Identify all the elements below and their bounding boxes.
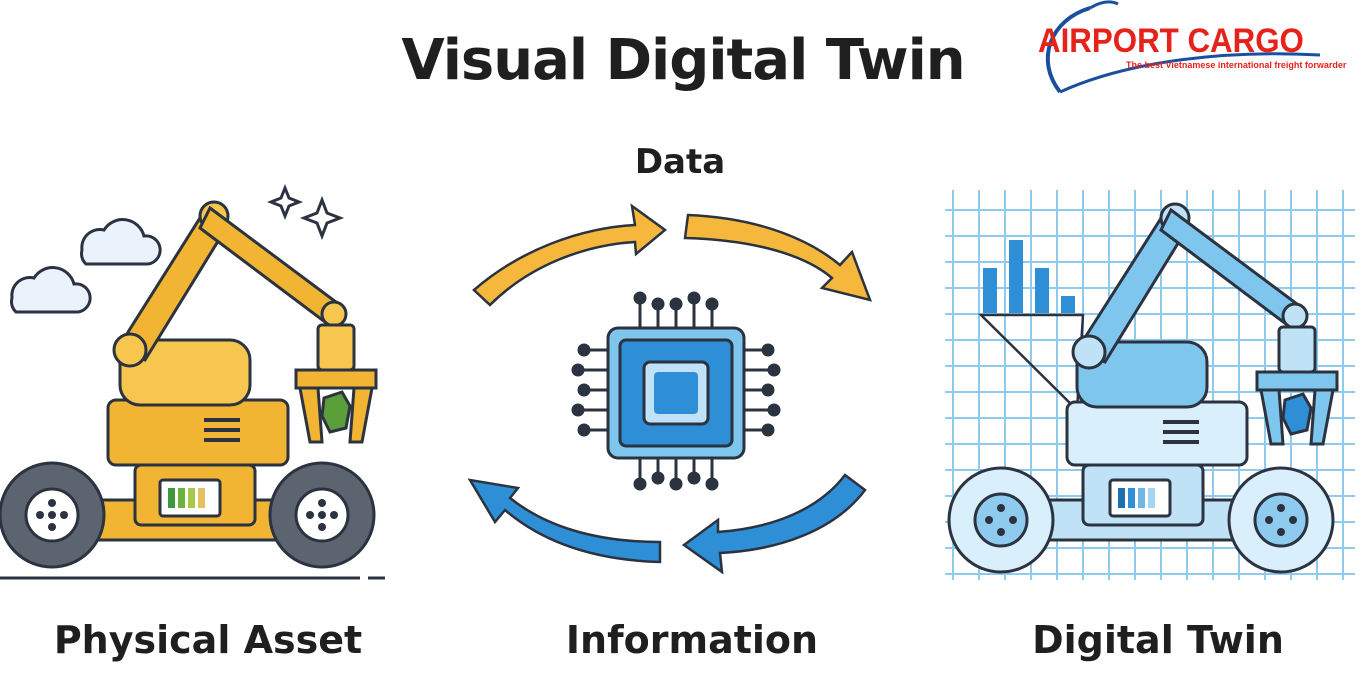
information-arrow-right: [681, 473, 867, 575]
processor-chip-icon: [571, 291, 781, 491]
data-label: Data: [634, 142, 726, 182]
bar-chart-icon: [983, 240, 1075, 313]
sparkle-icon: [266, 183, 345, 241]
physical-asset-label: Physical Asset: [53, 618, 363, 662]
wheel-icon: [268, 461, 376, 569]
data-arrow-right: [683, 213, 873, 302]
wheel-icon: [1227, 466, 1335, 574]
data-arrow-left: [472, 203, 668, 307]
data-information-cycle-diagram: [467, 203, 873, 575]
logo-brand-text: AIRPORT CARGO: [1038, 22, 1304, 60]
information-label: Information: [565, 618, 819, 662]
digital-twin-robot-icon: [945, 190, 1355, 580]
battery-icon: [1118, 488, 1155, 508]
wheel-icon: [947, 466, 1055, 574]
cloud-icon: [10, 218, 162, 314]
page-title: Visual Digital Twin: [401, 28, 965, 93]
logo-tagline: The best Vietnamese international freigh…: [1126, 60, 1347, 70]
battery-icon: [168, 488, 205, 508]
information-arrow-left: [467, 478, 662, 564]
logo-swoosh-icon: [1045, 0, 1321, 94]
digital-twin-label: Digital Twin: [1032, 618, 1284, 662]
physical-asset-robot-icon: [0, 183, 385, 580]
airport-cargo-logo: AIRPORT CARGO The best Vietnamese intern…: [1030, 0, 1346, 100]
wheel-icon: [0, 461, 106, 569]
